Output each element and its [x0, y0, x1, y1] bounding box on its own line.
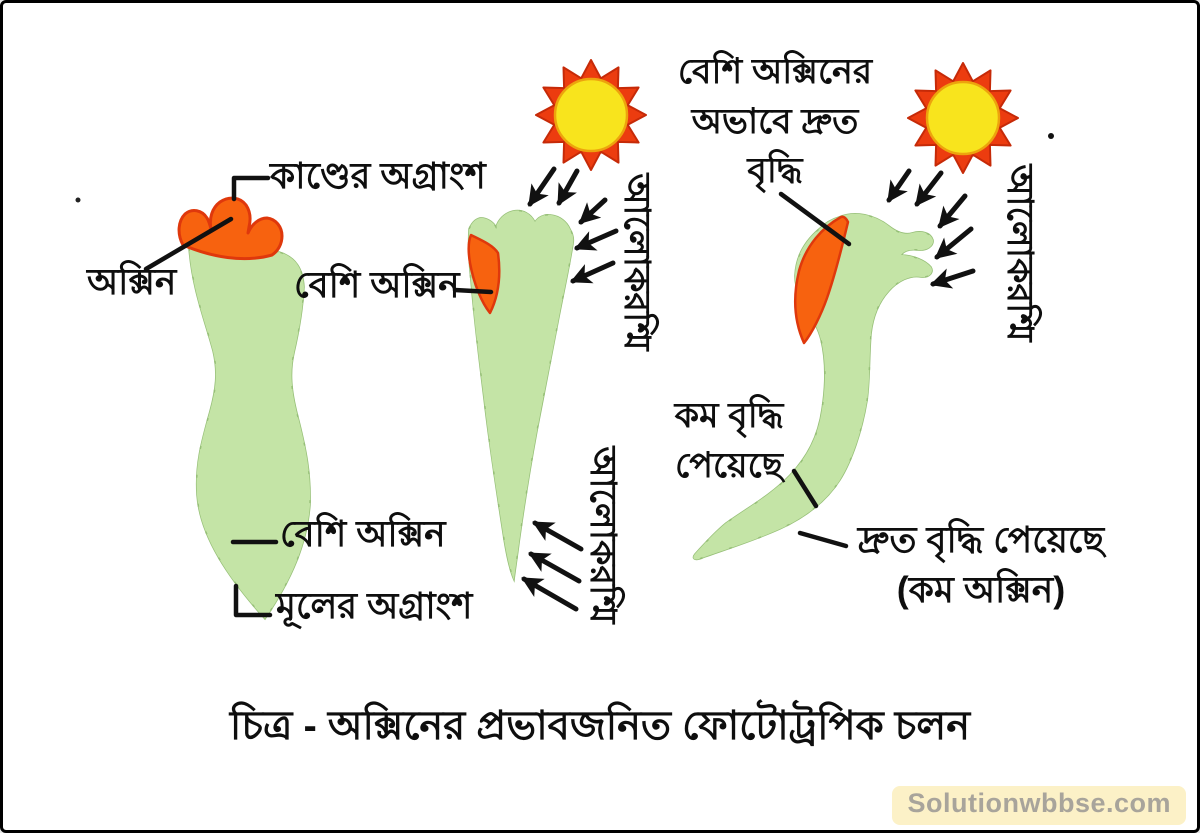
light-arrow-icon — [527, 166, 557, 207]
auxin-connector — [143, 216, 234, 272]
sun-disc-icon — [553, 77, 629, 153]
light-ray-arrows-middle-top — [527, 166, 619, 284]
label-light-rays: আলোকরশ্মি — [617, 173, 658, 351]
seedling-edge-dashes — [188, 247, 312, 620]
label-light-rays: আলোকরশ্মি — [1000, 164, 1041, 342]
label-lack-of-auxin-fast-growth: বেশি অক্সিনের অভাবে দ্রুত বৃদ্ধি — [655, 47, 895, 196]
watermark-badge: Solutionwbbse.com — [892, 786, 1186, 825]
more-auxin-upper-connector — [452, 287, 494, 295]
sun-disc-icon — [925, 80, 1001, 156]
lack-of-auxin-connector — [778, 191, 852, 247]
light-arrow-icon — [914, 170, 944, 207]
light-arrow-icon — [937, 193, 968, 229]
light-arrow-icon — [521, 576, 579, 612]
label-line: বৃদ্ধি — [747, 151, 803, 191]
figure-caption: চিত্র - অক্সিনের প্রভাবজনিত ফোটোট্রপিক চ… — [229, 704, 971, 748]
label-line: বেশি অক্সিনের — [677, 52, 873, 91]
seedling-straight-dark — [177, 196, 312, 621]
light-arrow-icon — [934, 226, 974, 260]
light-ray-arrows-middle-bottom — [521, 520, 584, 612]
label-less-growth: কম বৃদ্ধি পেয়েছে — [659, 391, 799, 490]
light-arrow-icon — [532, 520, 584, 552]
less-growth-connector — [791, 468, 819, 509]
sun-middle — [535, 59, 647, 171]
ink-dot — [75, 197, 81, 203]
seedling-lit-one-side — [467, 209, 575, 583]
light-arrow-icon — [528, 551, 582, 584]
fast-growth-connector — [797, 530, 849, 549]
sun-right — [907, 62, 1019, 174]
label-line: কম বৃদ্ধি — [674, 396, 784, 435]
auxin-bulge-shaded-side — [794, 215, 850, 345]
light-arrow-icon — [570, 260, 616, 284]
label-line: দ্রুত বৃদ্ধি পেয়েছে — [857, 519, 1105, 560]
diagram-artwork — [75, 59, 1054, 621]
label-light-rays: আলোকরশ্মি — [583, 446, 624, 624]
label-more-auxin-lower: বেশি অক্সিন — [280, 513, 446, 554]
seedling-bent-toward-light — [692, 212, 935, 561]
label-connectors — [143, 175, 852, 618]
label-line: (কম অক্সিন) — [896, 569, 1066, 611]
light-arrow-icon — [578, 197, 608, 225]
label-root-tip: মূলের অগ্রাংশ — [276, 585, 473, 626]
label-shoot-tip: কাণ্ডের অগ্রাংশ — [270, 155, 486, 196]
light-arrow-icon — [886, 168, 912, 203]
root-tip-connector — [233, 583, 273, 618]
light-arrow-icon — [556, 168, 580, 206]
label-auxin: অক্সিন — [87, 261, 177, 302]
shoot-tip-connector — [231, 175, 271, 202]
auxin-crown — [177, 196, 284, 261]
label-fast-growth-less-auxin: দ্রুত বৃদ্ধি পেয়েছে (কম অক্সিন) — [843, 515, 1119, 616]
label-line: পেয়েছে — [675, 445, 783, 485]
label-more-auxin-upper: বেশি অক্সিন — [294, 264, 460, 305]
label-line: অভাবে দ্রুত — [691, 101, 859, 141]
light-arrow-icon — [930, 268, 976, 289]
ink-dot — [1048, 133, 1054, 139]
light-arrow-icon — [574, 228, 619, 251]
light-ray-arrows-right — [886, 168, 976, 289]
